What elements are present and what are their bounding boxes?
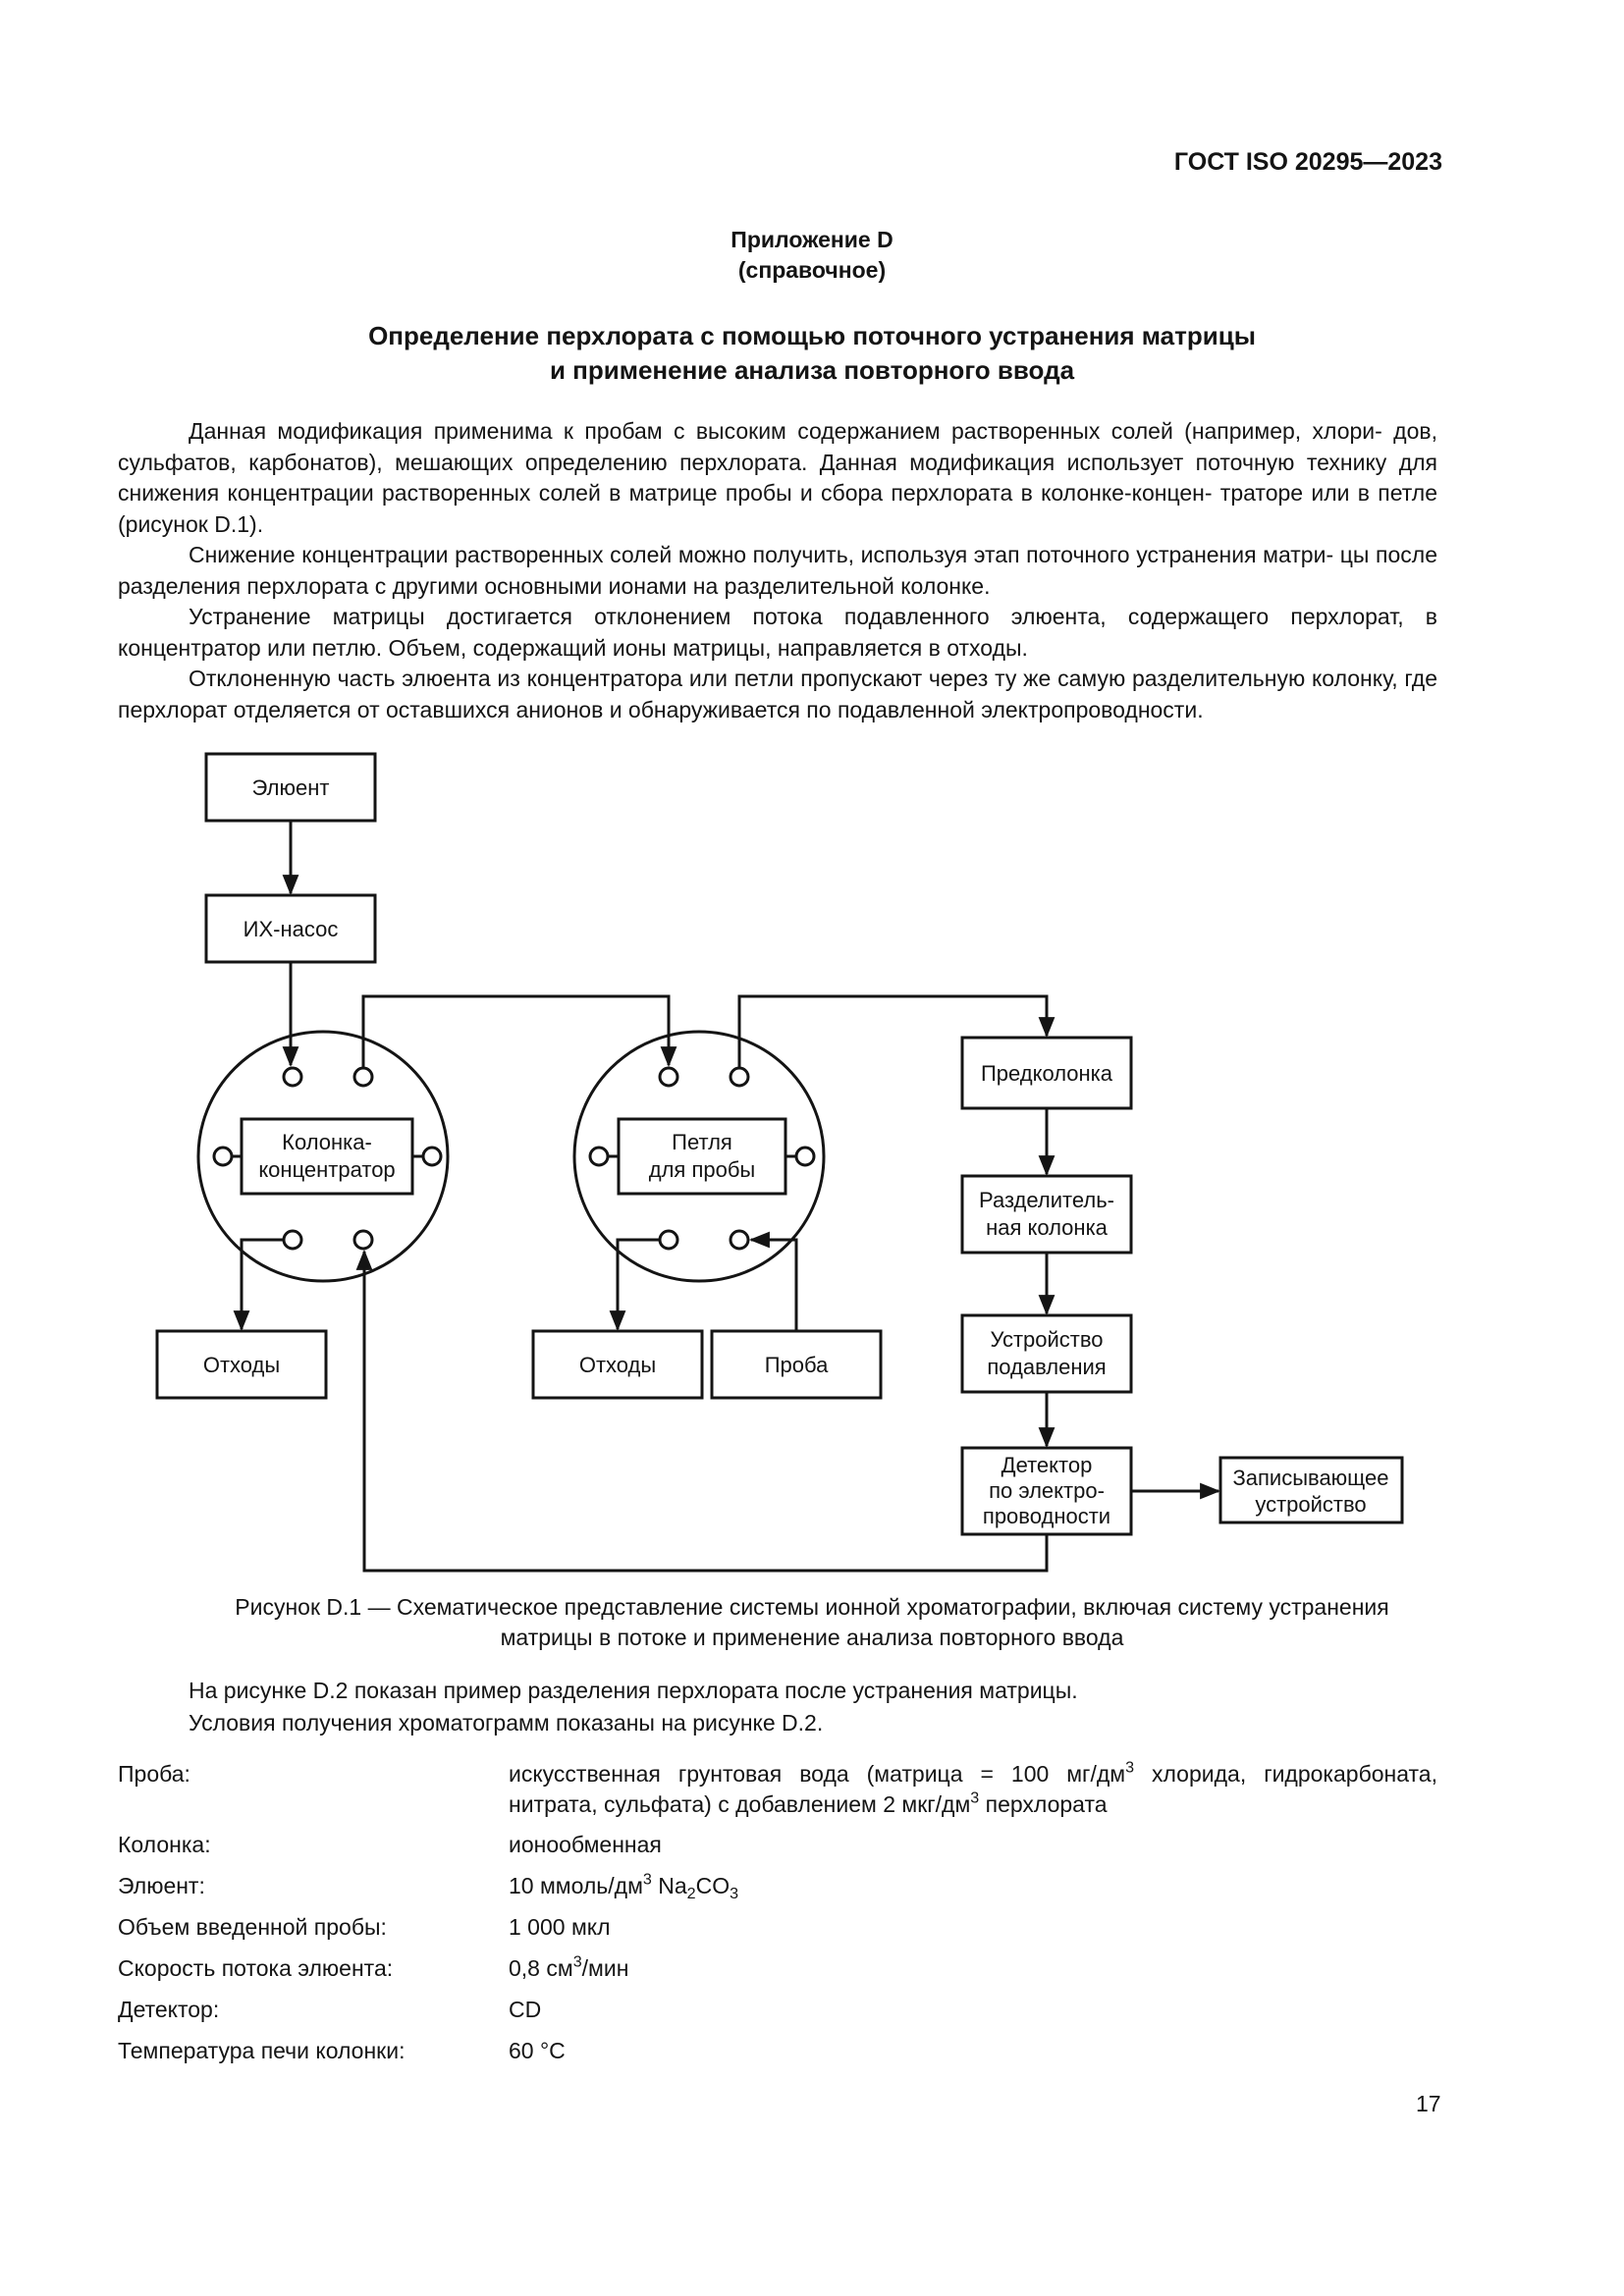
figure-notes: На рисунке D.2 показан пример разделения… [189,1675,1078,1739]
detector-label-line-1: Детектор [1001,1453,1093,1477]
recorder-label-line-1: Записывающее [1232,1466,1388,1490]
section-title-line-1: Определение перхлората с помощью поточно… [368,321,1256,350]
eluent-label: Элюент [252,775,330,800]
valve-port [658,1066,679,1088]
note-line: На рисунке D.2 показан пример разделения… [189,1678,1078,1703]
flow-sample-to-loop-valve [748,1231,798,1331]
section-title-line-2: и применение анализа повторного ввода [549,355,1075,385]
separation-label-line-2: ная колонка [986,1215,1109,1240]
concentrator-label-line-1: Колонка- [282,1130,372,1154]
flow-loop-valve-to-waste-right [609,1238,660,1332]
paragraph: Данная модификация применима к пробам с … [118,418,1437,537]
valve-port [282,1066,303,1088]
pump-label: ИХ-насос [244,917,339,941]
valve-port [729,1229,750,1251]
valve-port [352,1229,374,1251]
valve-port [729,1066,750,1088]
sample-loop-label-line-2: для пробы [649,1157,756,1182]
annex-heading: Приложение D (справочное) [0,225,1624,286]
valve-port [282,1229,303,1251]
figure-caption: Рисунок D.1 — Схематическое представлени… [118,1592,1506,1653]
condition-label: Температура печи колонки: [118,2038,406,2063]
condition-value: искусственная грунтовая вода (матрица = … [509,1758,1437,1817]
body-text: Данная модификация применима к пробам с … [118,416,1437,725]
recorder-label-line-2: устройство [1255,1492,1366,1517]
detector-label-line-2: по электро- [989,1478,1105,1503]
condition-label: Проба: [118,1761,190,1787]
condition-label: Скорость потока элюента: [118,1955,394,1981]
precolumn-label: Предколонка [981,1061,1113,1086]
paragraph: Снижение концентрации растворенных солей… [118,542,1437,599]
suppressor-label-line-1: Устройство [990,1327,1103,1352]
suppressor-label-line-2: подавления [987,1355,1106,1379]
concentrator-valve [196,1030,450,1283]
valve-port [588,1146,610,1167]
paragraph: Отклоненную часть элюента из концентрато… [118,666,1437,722]
section-title: Определение перхлората с помощью поточно… [0,319,1624,388]
condition-value: 60 °C [509,2038,566,2063]
flow-detector-return [355,1249,1049,1573]
page-number: 17 [1416,2091,1441,2116]
ion-chromatography-diagram: Элюент ИХ-насос Колонка- концентратор Пе… [155,752,1404,1573]
detector-label-line-3: проводности [983,1504,1110,1528]
condition-value: CD [509,1997,542,2022]
flow-valve-to-waste-left [233,1238,284,1332]
condition-value: ионообменная [509,1832,662,1857]
flow-loop-valve-to-precolumn [737,994,1056,1068]
waste-left-label: Отходы [203,1353,280,1377]
condition-label: Объем введенной пробы: [118,1914,387,1940]
sample-loop-valve [572,1030,826,1283]
valve-port [352,1066,374,1088]
condition-label: Детектор: [118,1997,220,2022]
sample-label: Проба [765,1353,829,1377]
condition-value: 1 000 мкл [509,1914,611,1940]
note-line: Условия получения хроматограмм показаны … [189,1710,824,1735]
separation-label-line-1: Разделитель- [979,1188,1114,1212]
condition-label: Колонка: [118,1832,211,1857]
paragraph: Устранение матрицы достигается отклонени… [118,604,1437,661]
concentrator-label-line-2: концентратор [258,1157,395,1182]
valve-port [794,1146,816,1167]
waste-right-label: Отходы [579,1353,656,1377]
annex-title: Приложение D [731,227,893,252]
condition-label: Элюент: [118,1873,205,1898]
condition-value: 0,8 см3/мин [509,1952,629,1981]
figure-caption-line-2: матрицы в потоке и применение анализа по… [500,1625,1124,1650]
condition-value: 10 ммоль/дм3 Na2CO3 [509,1870,739,1902]
document-code: ГОСТ ISO 20295—2023 [1173,148,1442,176]
valve-port [658,1229,679,1251]
valve-port [212,1146,234,1167]
flow-valve-to-loop-valve [361,994,677,1068]
annex-subtitle: (справочное) [737,257,887,283]
figure-caption-line-1: Рисунок D.1 — Схематическое представлени… [235,1594,1389,1620]
sample-loop-label-line-1: Петля [672,1130,732,1154]
valve-port [421,1146,443,1167]
